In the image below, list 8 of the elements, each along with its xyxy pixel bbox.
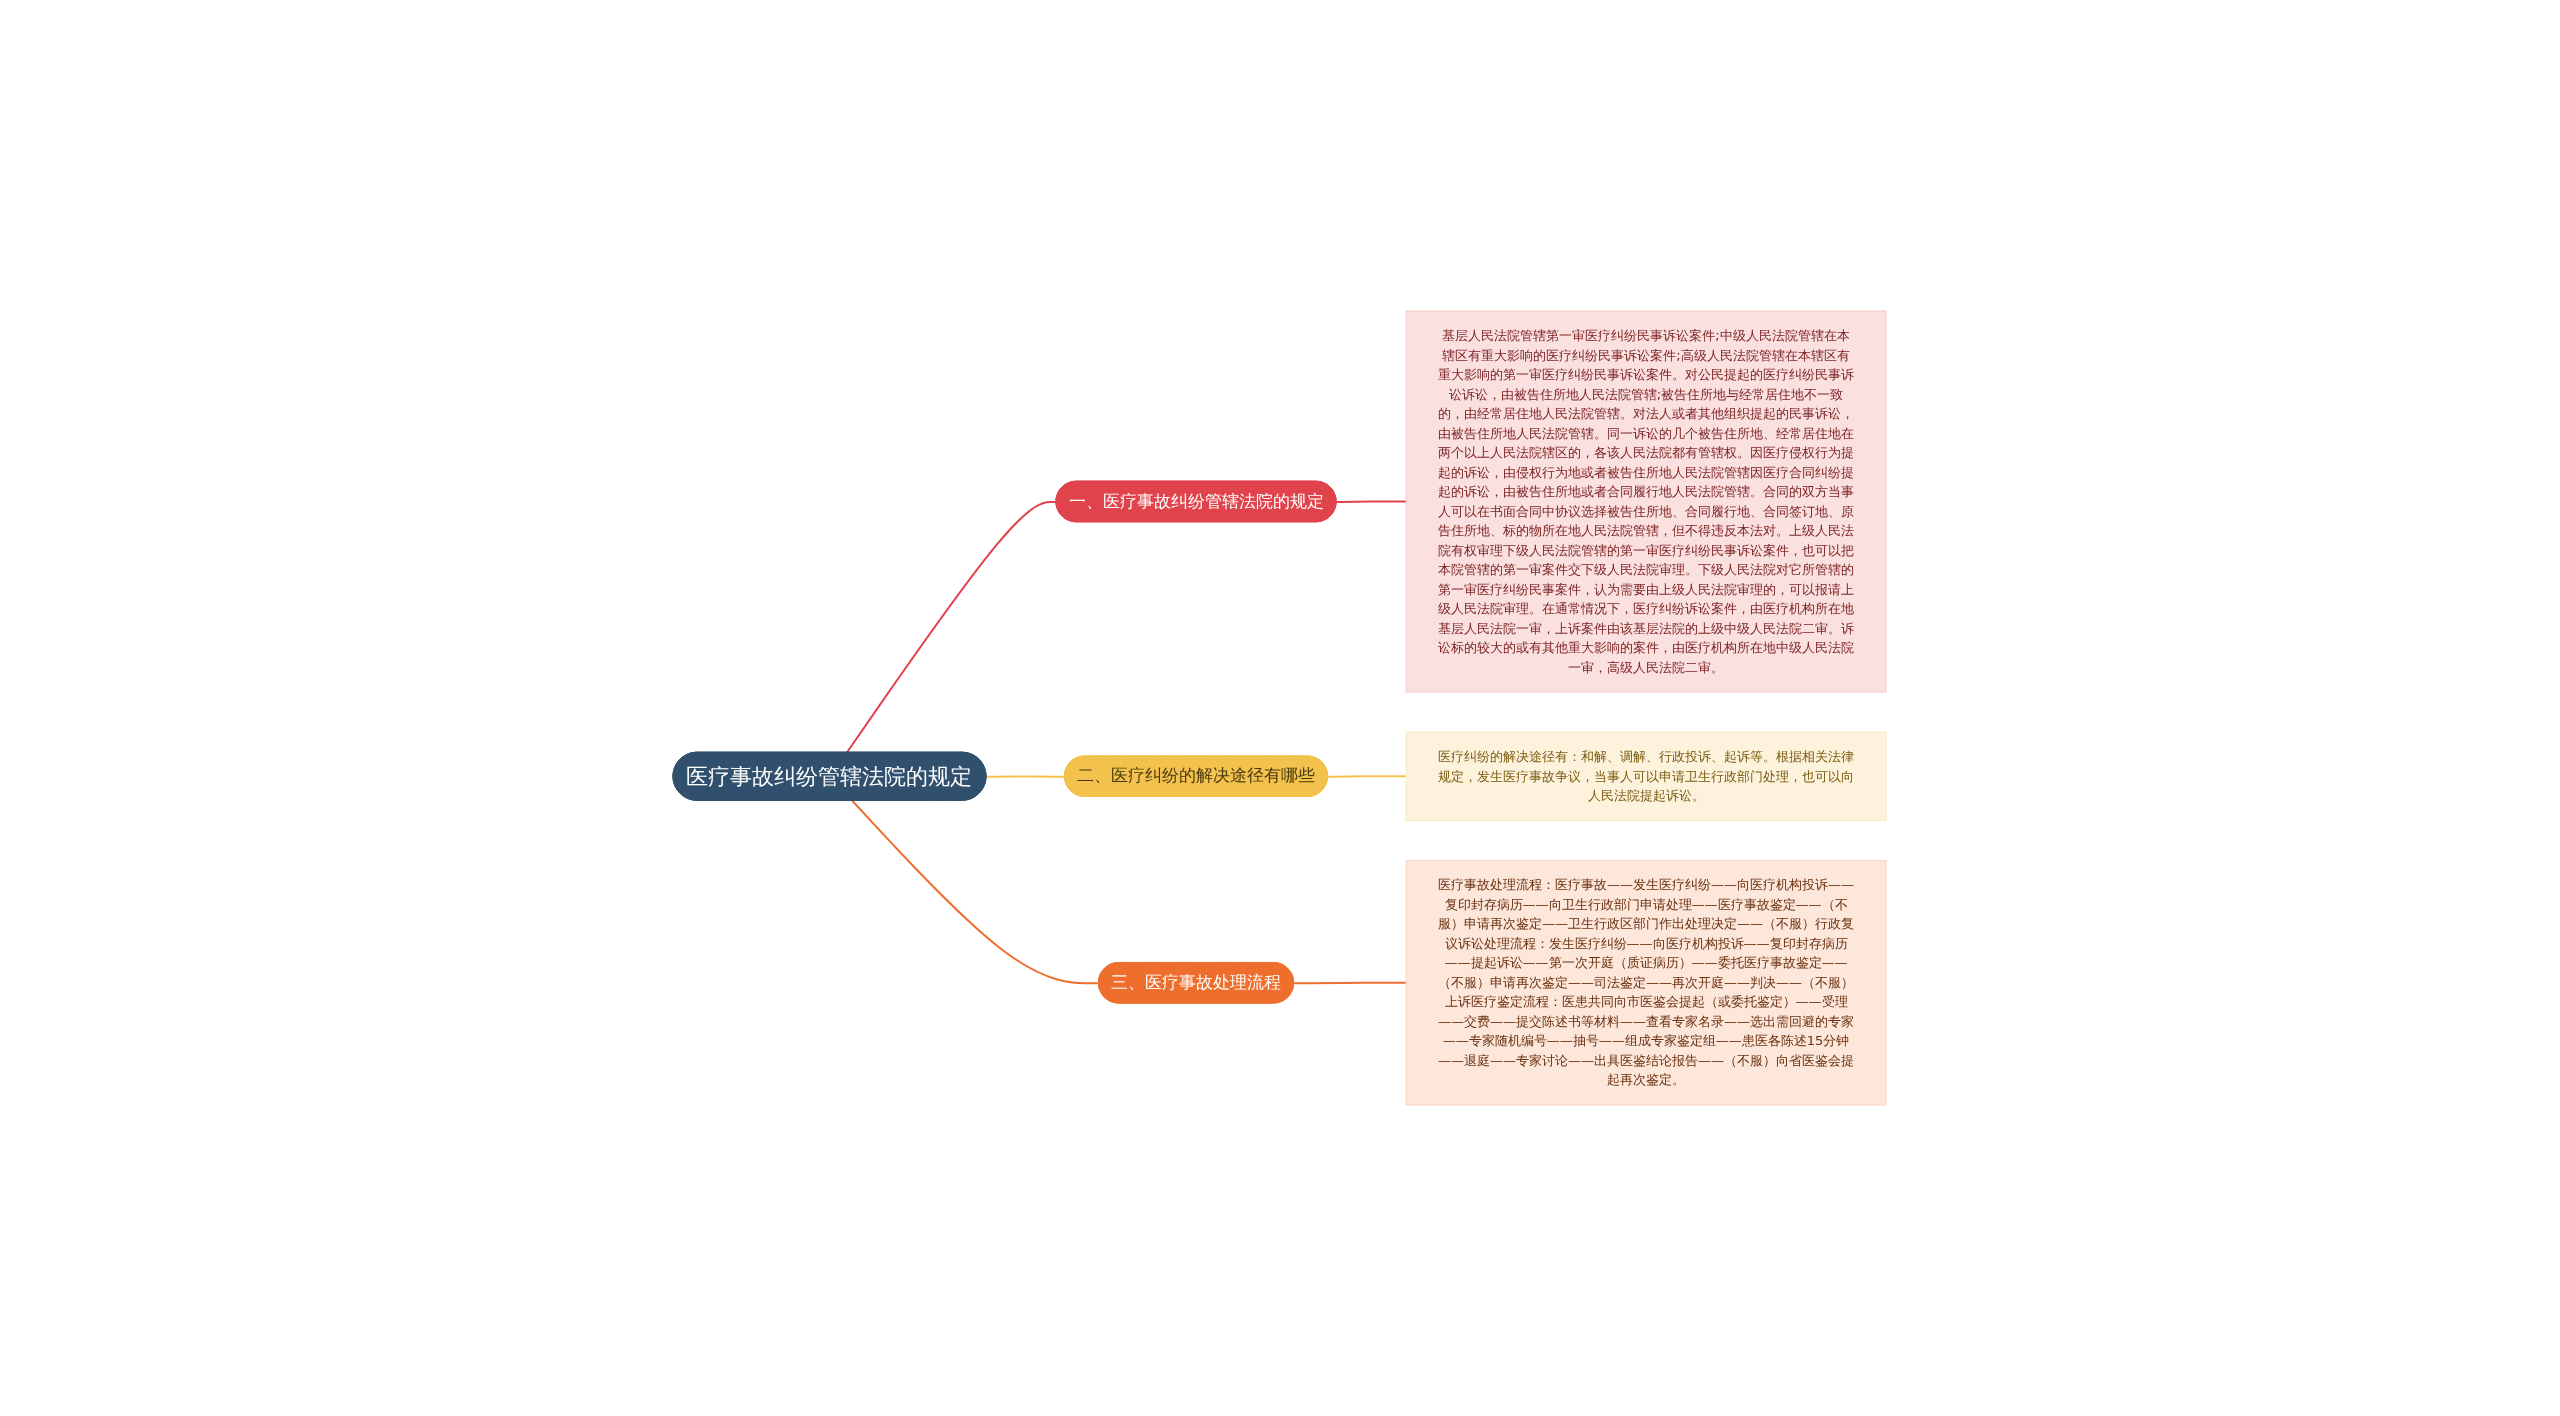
connector: [846, 500, 1058, 754]
node-box: 医疗纠纷的解决途径有：和解、调解、行政投诉、起诉等。根据相关法律规定，发生医疗事故争议，当事人可以申请卫生行政部门处理，也可以向人民法院提起诉讼。: [1406, 731, 1887, 821]
node-box: 医疗事故处理流程：医疗事故——发生医疗纠纷——向医疗机构投诉——复印封存病历——向卫生行政部门申请处理——医疗事故鉴定——（不服）申请再次鉴定——卫生行政区部门作出处理决定——（不服）行政复议诉讼处理流程：发生医疗纠纷——向医疗机构投诉——复印封存病历——提起诉讼——第一次开庭（质证病历）——委托医疗事故鉴定——（不服）申请再次鉴定——司法鉴定——再次开庭——判决——（不服）上诉医疗鉴定流程：医患共同向市医鉴会提起（或委托鉴定）——受理——交费——提交陈述书等材料——查看专家名录——选出需回避的专家——专家随机编号——抽号——组成专家鉴定组——患医各陈述15分钟——退庭——专家讨论——出具医鉴结论报告——（不服）向省医鉴会提起再次鉴定。: [1406, 860, 1887, 1106]
connector: [1336, 500, 1408, 503]
node-box: 基层人民法院管辖第一审医疗纠纷民事诉讼案件;中级人民法院管辖在本辖区有重大影响的医疗纠纷民事诉讼案件;高级人民法院管辖在本辖区有重大影响的第一审医疗纠纷民事诉讼案件。对公民提起的医疗纠纷民事诉讼诉讼，由被告住所地人民法院管辖;被告住所地与经常居住地不一致的，由经常居住地人民法院管辖。对法人或者其他组织提起的民事诉讼，由被告住所地人民法院管辖。同一诉讼的几个被告住所地、经常居住地在两个以上人民法院辖区的，各该人民法院都有管辖权。因医疗侵权行为提起的诉讼，由侵权行为地或者被告住所地人民法院管辖因医疗合同纠纷提起的诉讼，由被告住所地或者合同履行地人民法院管辖。合同的双方当事人可以在书面合同中协议选择被告住所地、合同履行地、合同签订地、原告住所地、标的物所在地人民法院管辖，但不得违反本法对。上级人民法院有权审理下级人民法院管辖的第一审医疗纠纷民事诉讼案件，也可以把本院管辖的第一审案件交下级人民法院审理。下级人民法院对它所管辖的第一审医疗纠纷民事案件，认为需要由上级人民法院审理的，可以报请上级人民法院审理。在通常情况下，医疗纠纷诉讼案件，由医疗机构所在地基层人民法院一审，上诉案件由该基层法院的上级中级人民法院二审。诉讼标的较大的或有其他重大影响的案件，由医疗机构所在地中级人民法院一审，高级人民法院二审。: [1406, 310, 1887, 693]
connector: [1327, 775, 1408, 778]
connector: [1293, 981, 1408, 985]
connector: [985, 775, 1067, 778]
